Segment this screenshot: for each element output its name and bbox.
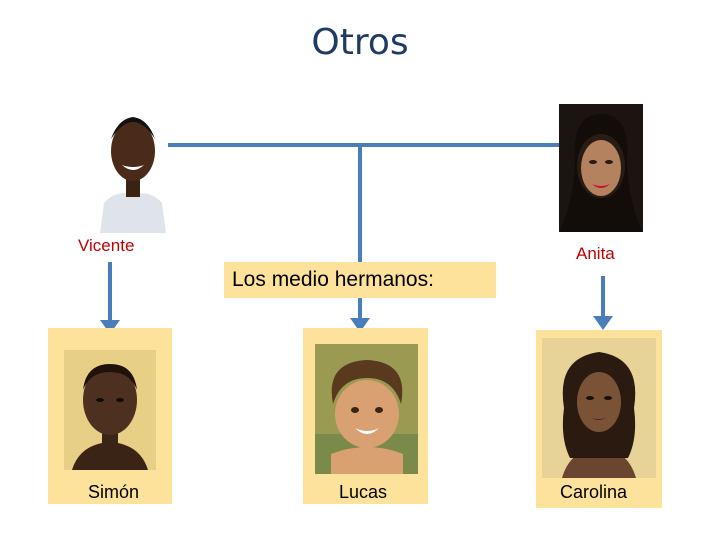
- half-siblings-label: Los medio hermanos:: [224, 262, 496, 298]
- child-card-carolina: Carolina: [536, 330, 662, 508]
- child-card-simon: Simón: [48, 328, 172, 504]
- child-name-simon: Simón: [88, 482, 140, 502]
- simon-photo: [64, 350, 156, 470]
- child-name-lucas: Lucas: [339, 482, 388, 502]
- page-title: Otros: [311, 22, 409, 63]
- child-name-carolina: Carolina: [560, 482, 628, 502]
- mother-name: Anita: [576, 244, 615, 263]
- father-name: Vicente: [78, 236, 135, 255]
- mother-photo: [559, 104, 643, 232]
- simon-arrow-icon: [100, 320, 120, 334]
- carolina-arrow-icon: [593, 316, 613, 330]
- lucas-photo: [315, 344, 418, 474]
- lucas-arrow-icon: [350, 318, 370, 332]
- child-card-lucas: Lucas: [303, 328, 428, 504]
- father-photo: [98, 105, 168, 233]
- carolina-photo: [542, 338, 656, 478]
